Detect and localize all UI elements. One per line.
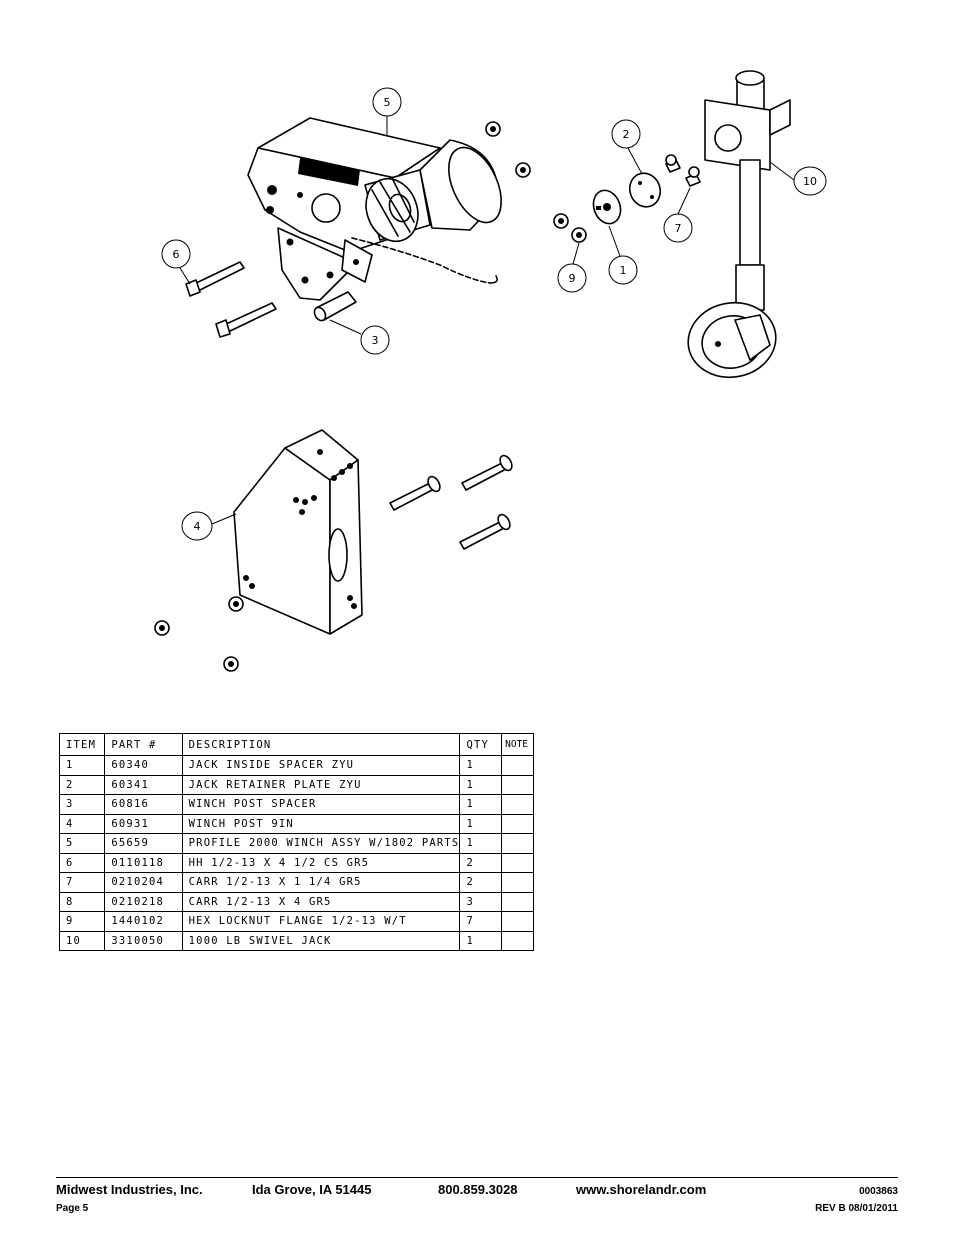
locknut-9a [485, 121, 501, 137]
header-part-number: PART # [104, 733, 183, 756]
callout-5: 5 [372, 87, 402, 136]
footer-website: www.shorelandr.com [576, 1182, 707, 1197]
winch-post-spacer-3 [313, 291, 357, 322]
hex-bolt-6b [215, 302, 277, 338]
svg-text:1: 1 [620, 264, 627, 277]
swivel-jack-illustration [687, 70, 791, 379]
footer-company: Midwest Industries, Inc. [56, 1182, 203, 1197]
svg-text:4: 4 [194, 520, 201, 533]
carriage-bolt-8c [459, 513, 511, 550]
header-description: DESCRIPTION [181, 733, 461, 756]
callout-1: 1 [608, 225, 638, 285]
svg-text:3: 3 [372, 334, 379, 347]
locknut-9e [228, 596, 244, 612]
svg-text:10: 10 [803, 175, 817, 188]
locknut-9c [553, 213, 569, 229]
locknut-9f [154, 620, 170, 636]
footer-page-number: Page 5 [56, 1203, 89, 1214]
svg-text:7: 7 [675, 222, 682, 235]
winch-assembly-illustration [185, 117, 531, 338]
footer-divider [56, 1177, 898, 1178]
callout-10: 10 [769, 161, 827, 196]
svg-text:2: 2 [623, 128, 630, 141]
locknut-9b [515, 162, 531, 178]
callout-7: 7 [663, 187, 693, 243]
carriage-bolt-8a [389, 475, 441, 511]
svg-text:5: 5 [384, 96, 391, 109]
locknut-9d [571, 227, 587, 243]
footer-phone: 800.859.3028 [438, 1182, 518, 1197]
callout-2: 2 [611, 119, 643, 175]
footer-doc-number: 0003863 [859, 1186, 898, 1197]
exploded-parts-drawing: 5 6 3 2 7 1 9 10 4 [154, 70, 827, 672]
header-note: NOTE [501, 733, 534, 756]
callout-4: 4 [181, 511, 237, 541]
svg-text:6: 6 [173, 248, 180, 261]
header-item: ITEM [58, 733, 106, 756]
carriage-bolt-7b [685, 166, 701, 187]
table-header-row: ITEM PART # DESCRIPTION QTY NOTE [58, 733, 534, 756]
callout-6: 6 [161, 239, 191, 285]
footer-city: Ida Grove, IA 51445 [252, 1182, 372, 1197]
jack-retainer-plate-2 [628, 172, 662, 208]
jack-hardware-illustration [553, 154, 701, 243]
svg-text:9: 9 [569, 272, 576, 285]
winch-post-illustration [154, 429, 513, 672]
callout-3: 3 [329, 319, 390, 355]
locknut-9g [223, 656, 239, 672]
header-qty: QTY [459, 733, 503, 756]
hex-bolt-6a [185, 261, 245, 297]
carriage-bolt-8b [461, 454, 513, 491]
footer-revision: REV B 08/01/2011 [815, 1203, 898, 1214]
carriage-bolt-7a [665, 154, 681, 173]
jack-inside-spacer-1 [592, 189, 622, 225]
callout-9: 9 [557, 242, 587, 293]
